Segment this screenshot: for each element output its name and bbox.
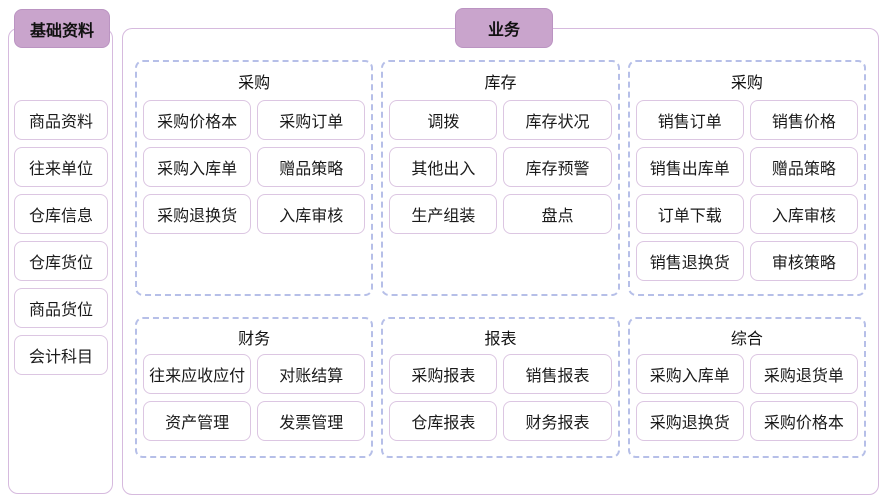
module-button[interactable]: 盘点 xyxy=(503,194,612,234)
module-group: 财务 往来应收应付对账结算资产管理发票管理 xyxy=(135,317,374,458)
module-button[interactable]: 销售报表 xyxy=(503,354,612,394)
module-button[interactable]: 资产管理 xyxy=(143,401,252,441)
module-button[interactable]: 财务报表 xyxy=(503,401,612,441)
module-group: 综合 采购入库单采购退货单采购退换货采购价格本 xyxy=(627,317,866,458)
module-button[interactable]: 库存状况 xyxy=(503,100,612,140)
sidebar-title-tag: 基础资料 xyxy=(14,9,110,48)
module-button[interactable]: 会计科目 xyxy=(14,335,108,375)
group-title: 报表 xyxy=(484,330,517,348)
module-group: 库存 调拨库存状况其他出入库存预警生产组装盘点 xyxy=(381,60,620,296)
module-button[interactable]: 仓库报表 xyxy=(389,401,498,441)
module-button[interactable]: 仓库信息 xyxy=(14,194,108,234)
module-button[interactable]: 赠品策略 xyxy=(257,147,366,187)
module-button[interactable]: 采购入库单 xyxy=(635,354,744,394)
group-item-grid: 往来应收应付对账结算资产管理发票管理 xyxy=(143,354,366,441)
group-item-grid: 采购报表销售报表仓库报表财务报表 xyxy=(389,354,612,441)
module-button[interactable]: 采购价格本 xyxy=(143,100,252,140)
module-button[interactable]: 往来单位 xyxy=(14,147,108,187)
group-title: 综合 xyxy=(730,330,763,348)
module-button[interactable]: 调拨 xyxy=(389,100,498,140)
module-button[interactable]: 发票管理 xyxy=(257,401,366,441)
module-button[interactable]: 采购退货单 xyxy=(749,354,858,394)
business-title-tag: 业务 xyxy=(455,8,553,48)
module-button[interactable]: 采购订单 xyxy=(257,100,366,140)
module-button[interactable]: 往来应收应付 xyxy=(143,354,252,394)
group-title: 采购 xyxy=(238,75,271,92)
group-item-grid: 采购入库单采购退货单采购退换货采购价格本 xyxy=(635,354,858,441)
group-title: 财务 xyxy=(238,330,271,348)
module-button[interactable]: 采购报表 xyxy=(389,354,498,394)
module-group: 采购 采购价格本采购订单采购入库单赠品策略采购退换货入库审核 xyxy=(135,60,374,296)
module-button[interactable]: 库存预警 xyxy=(503,147,612,187)
module-button[interactable]: 销售出库单 xyxy=(635,147,744,187)
module-button[interactable]: 其他出入 xyxy=(389,147,498,187)
module-button[interactable]: 对账结算 xyxy=(257,354,366,394)
module-button[interactable]: 销售价格 xyxy=(749,100,858,140)
module-button[interactable]: 审核策略 xyxy=(749,241,858,281)
module-button[interactable]: 仓库货位 xyxy=(14,241,108,281)
module-button[interactable]: 采购退换货 xyxy=(143,194,252,234)
module-group: 报表 采购报表销售报表仓库报表财务报表 xyxy=(381,317,620,458)
module-button[interactable]: 赠品策略 xyxy=(749,147,858,187)
module-group: 采购 销售订单销售价格销售出库单赠品策略订单下载入库审核销售退换货审核策略 xyxy=(627,60,866,296)
group-title: 采购 xyxy=(730,75,763,92)
module-button[interactable]: 采购价格本 xyxy=(749,401,858,441)
module-button[interactable]: 采购退换货 xyxy=(635,401,744,441)
module-button[interactable]: 订单下载 xyxy=(635,194,744,234)
group-item-grid: 调拨库存状况其他出入库存预警生产组装盘点 xyxy=(389,100,612,234)
sidebar-item-list: 商品资料往来单位仓库信息仓库货位商品货位会计科目 xyxy=(14,100,108,375)
module-button[interactable]: 入库审核 xyxy=(749,194,858,234)
module-button[interactable]: 入库审核 xyxy=(257,194,366,234)
group-row-top: 采购 采购价格本采购订单采购入库单赠品策略采购退换货入库审核 库存 调拨库存状况… xyxy=(135,60,866,296)
group-row-bottom: 财务 往来应收应付对账结算资产管理发票管理 报表 采购报表销售报表仓库报表财务报… xyxy=(135,317,866,458)
module-button[interactable]: 采购入库单 xyxy=(143,147,252,187)
module-button[interactable]: 销售订单 xyxy=(635,100,744,140)
group-item-grid: 销售订单销售价格销售出库单赠品策略订单下载入库审核销售退换货审核策略 xyxy=(635,100,858,281)
module-button[interactable]: 商品资料 xyxy=(14,100,108,140)
module-button[interactable]: 销售退换货 xyxy=(635,241,744,281)
module-button[interactable]: 生产组装 xyxy=(389,194,498,234)
module-button[interactable]: 商品货位 xyxy=(14,288,108,328)
group-title: 库存 xyxy=(484,75,517,92)
group-item-grid: 采购价格本采购订单采购入库单赠品策略采购退换货入库审核 xyxy=(143,100,366,234)
